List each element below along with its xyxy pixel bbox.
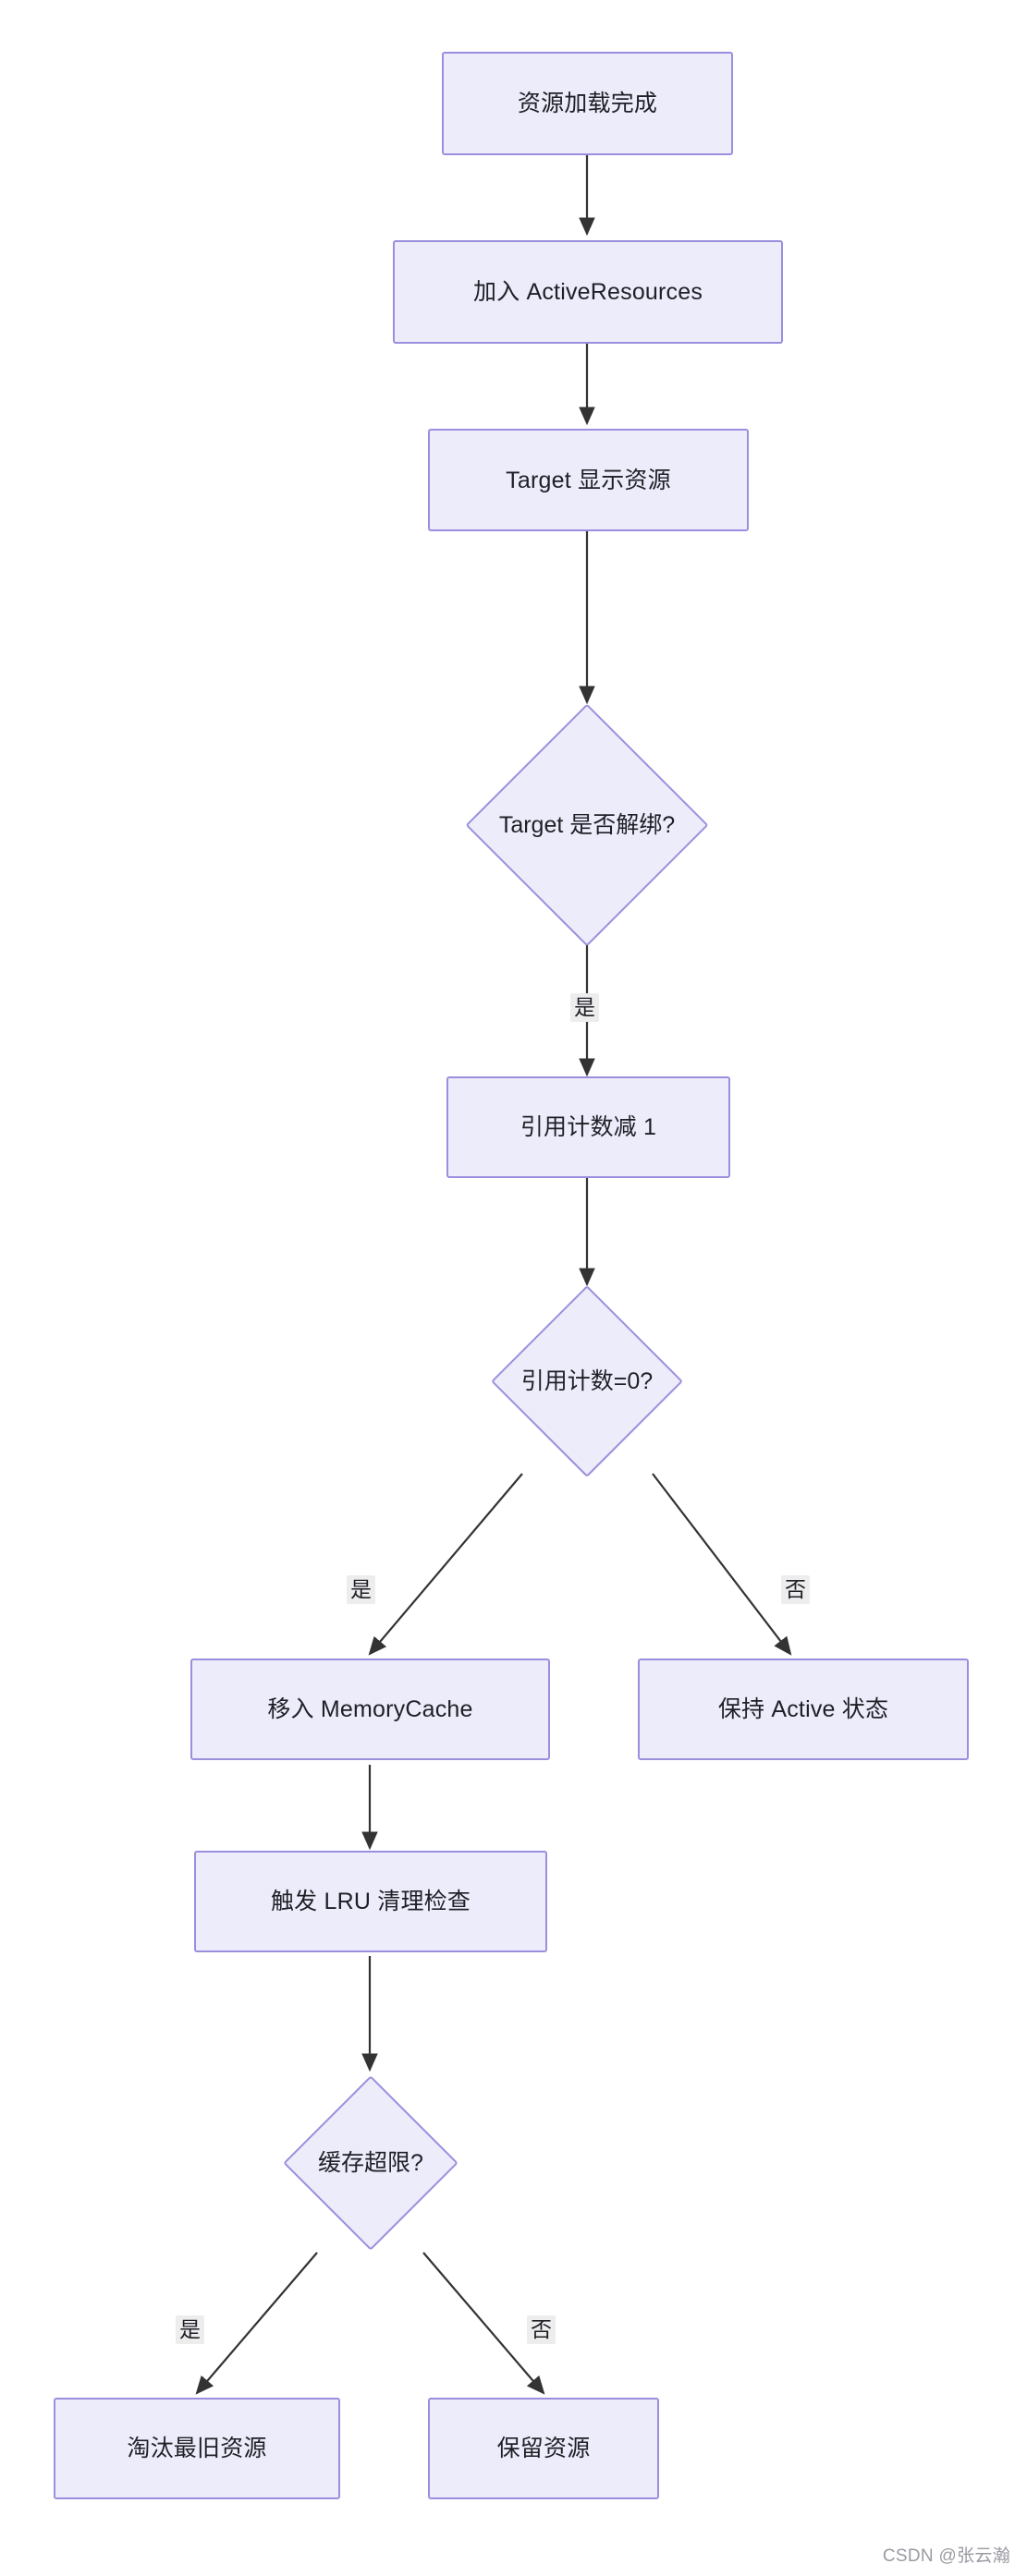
edge-n6-n8 <box>652 1473 792 1656</box>
node-resource-loaded[interactable]: 资源加载完成 <box>442 52 733 155</box>
node-target-show-resource[interactable]: Target 显示资源 <box>428 429 749 531</box>
node-label: 缓存超限? <box>318 2150 423 2176</box>
node-cache-over-limit-decision[interactable]: 缓存超限? <box>251 2074 490 2252</box>
node-label: 保留资源 <box>496 2436 591 2461</box>
node-label: 加入 ActiveResources <box>472 279 703 305</box>
watermark: CSDN @张云瀚 <box>882 2546 1010 2566</box>
node-label: 资源加载完成 <box>517 91 658 116</box>
edge-n10-n11 <box>195 2252 318 2395</box>
edge-label-yes-refcount: 是 <box>347 1575 375 1605</box>
node-label: 移入 MemoryCache <box>267 1696 473 1722</box>
edge-n6-n7 <box>368 1473 523 1656</box>
node-trigger-lru-check[interactable]: 触发 LRU 清理检查 <box>194 1851 547 1952</box>
node-label: Target 显示资源 <box>506 467 671 493</box>
edge-label-no-cache: 否 <box>527 2315 556 2345</box>
node-keep-active-state[interactable]: 保持 Active 状态 <box>638 1659 969 1760</box>
node-label: 引用计数减 1 <box>520 1114 657 1140</box>
node-refcount-zero-decision[interactable]: 引用计数=0? <box>458 1285 716 1477</box>
node-label: 淘汰最旧资源 <box>127 2436 267 2461</box>
node-decrement-refcount[interactable]: 引用计数减 1 <box>446 1076 730 1178</box>
edge-label-yes-unbound: 是 <box>570 993 599 1023</box>
node-label: 引用计数=0? <box>520 1368 654 1394</box>
node-label: Target 是否解绑? <box>498 811 676 838</box>
node-move-to-memorycache[interactable]: 移入 MemoryCache <box>190 1659 550 1760</box>
node-evict-oldest-resource[interactable]: 淘汰最旧资源 <box>54 2398 340 2499</box>
node-target-unbound-decision[interactable]: Target 是否解绑? <box>421 702 753 947</box>
node-retain-resource[interactable]: 保留资源 <box>428 2398 659 2499</box>
edge-label-no-refcount: 否 <box>781 1575 810 1605</box>
edge-n10-n12 <box>422 2252 545 2395</box>
edge-label-yes-cache: 是 <box>176 2315 204 2345</box>
node-label: 触发 LRU 清理检查 <box>270 1889 471 1914</box>
node-add-active-resources[interactable]: 加入 ActiveResources <box>393 240 783 344</box>
node-label: 保持 Active 状态 <box>717 1696 889 1722</box>
